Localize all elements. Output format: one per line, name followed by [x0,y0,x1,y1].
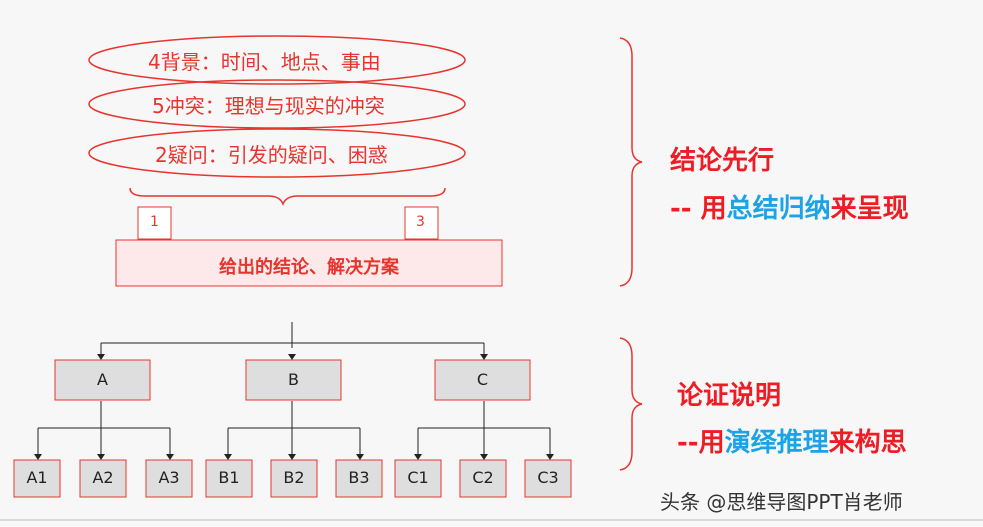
node-a1-label: A1 [26,468,48,487]
node-c2-label: C2 [472,468,494,487]
tag-3-box [404,206,439,240]
ellipse-text-conflict: 5冲突：理想与现实的冲突 [152,94,385,118]
subtitle-suffix: 来呈现 [830,194,909,224]
node-b3-box [335,459,383,498]
node-b-label: B [288,370,299,389]
right-brace-bottom [619,337,643,471]
node-b1-box [205,459,253,498]
conclusion-text: 给出的结论、解决方案 [219,257,399,278]
tag-1-label: 1 [150,214,159,230]
tree-arrowheads [34,354,554,460]
node-a-box [54,359,151,401]
node-b2-label: B2 [283,468,305,487]
ellipse-question [88,128,466,178]
node-c-box [434,359,531,401]
right-brace-top [619,37,643,287]
node-c1-label: C1 [407,468,429,487]
node-a3-label: A3 [158,468,180,487]
conclusion-first-title: 结论先行 [670,146,775,176]
node-c3-label: C3 [537,468,559,487]
conclusion-box [115,239,503,287]
tag-1-box [137,206,172,240]
node-c1-box [394,459,442,498]
ellipse-text-question: 2疑问：引发的疑问、困惑 [155,143,388,167]
argument-title: 论证说明 [677,381,782,411]
node-c-label: C [476,370,489,389]
node-c2-box [459,459,507,498]
argument-subtitle: --用演绎推理来构思 [677,422,907,459]
watermark: 头条 @思维导图PPT肖老师 [660,490,903,514]
ellipse-conflict [88,79,466,129]
node-a1-box [13,459,61,498]
node-a-label: A [97,370,108,389]
ellipse-text-background: 4背景：时间、地点、事由 [148,50,381,74]
node-b1-label: B1 [218,468,240,487]
subtitle-highlight: 总结归纳 [726,194,831,224]
subtitle-prefix: -- 用 [670,194,727,224]
tree-connectors [37,322,551,454]
argument-highlight: 演绎推理 [724,428,829,458]
node-c3-box [524,459,572,498]
argument-prefix: --用 [677,428,725,458]
horizontal-brace [129,187,446,207]
node-b-box [245,359,342,401]
conclusion-first-subtitle: -- 用总结归纳来呈现 [670,188,909,225]
node-b2-box [270,459,318,498]
argument-suffix: 来构思 [828,428,907,458]
node-a3-box [145,459,193,498]
ellipse-background [88,35,466,85]
node-a2-label: A2 [92,468,114,487]
node-b3-label: B3 [348,468,370,487]
tag-3-label: 3 [416,214,425,230]
node-a2-box [79,459,127,498]
